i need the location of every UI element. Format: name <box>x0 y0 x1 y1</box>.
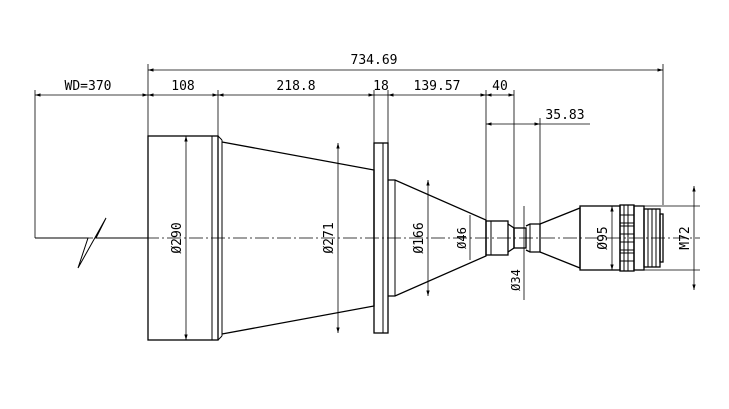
segment-6-label: 35.83 <box>545 108 584 123</box>
segment-2-label: 218.8 <box>276 79 315 94</box>
rear-barrel <box>539 204 664 272</box>
extension-lines <box>34 64 700 271</box>
dia-neck-label: Ø46 <box>455 227 469 249</box>
segment-4-label: 139.57 <box>414 79 461 94</box>
working-distance-break <box>35 217 148 269</box>
segment-dimensions <box>35 93 590 126</box>
dia-barrel-label: Ø95 <box>596 226 611 249</box>
dia-ring-label: Ø34 <box>509 269 523 291</box>
front-cylinder <box>147 135 223 341</box>
overall-length-label: 734.69 <box>351 53 398 68</box>
segment-5-label: 40 <box>492 79 508 94</box>
diameter-dimensions <box>184 136 696 340</box>
segment-3-label: 18 <box>373 79 389 94</box>
working-distance-label: WD=370 <box>65 79 112 94</box>
dia-front-label: Ø290 <box>170 222 185 253</box>
dia-cone-label: Ø271 <box>322 222 337 253</box>
neck-assembly <box>485 220 541 256</box>
flange <box>373 142 389 334</box>
dia-cone2-label: Ø166 <box>412 222 427 253</box>
thread-label: M72 <box>678 226 693 249</box>
segment-1-label: 108 <box>171 79 194 94</box>
